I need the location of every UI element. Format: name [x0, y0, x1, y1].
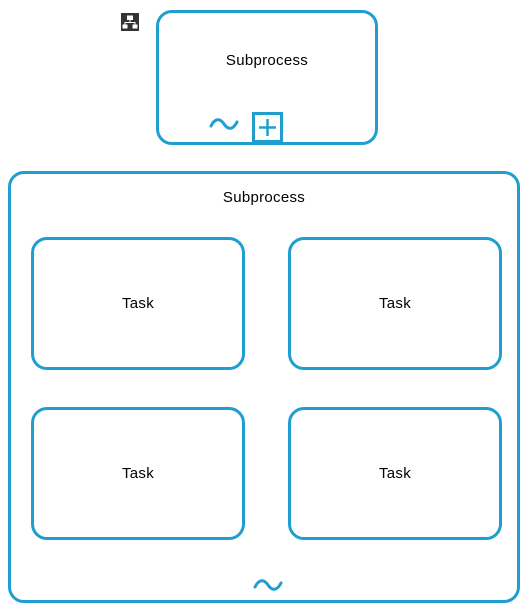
- task-label: Task: [121, 465, 155, 482]
- task-box[interactable]: Task: [31, 407, 245, 540]
- task-label: Task: [121, 295, 155, 312]
- collapsed-subprocess[interactable]: Subprocess: [156, 10, 378, 145]
- task-box[interactable]: Task: [31, 237, 245, 370]
- expanded-subprocess-label: Subprocess: [222, 189, 306, 206]
- hierarchy-icon[interactable]: [121, 13, 139, 31]
- task-box[interactable]: Task: [288, 237, 502, 370]
- adhoc-tilde-icon: [253, 579, 283, 591]
- task-label: Task: [378, 295, 412, 312]
- task-label: Task: [378, 465, 412, 482]
- collapsed-subprocess-label: Subprocess: [225, 52, 309, 69]
- task-box[interactable]: Task: [288, 407, 502, 540]
- expand-plus-icon[interactable]: [252, 112, 283, 143]
- adhoc-tilde-icon: [209, 118, 239, 130]
